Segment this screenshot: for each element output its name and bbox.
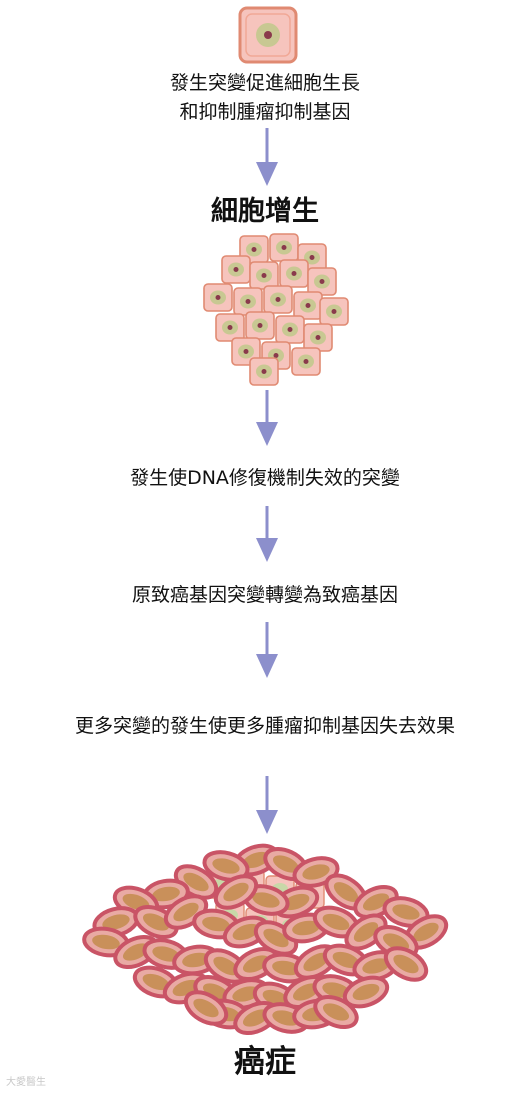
hyperplasia-cell xyxy=(275,315,305,344)
hyperplasia-cell xyxy=(249,261,279,290)
hyperplasia-cell xyxy=(307,267,337,296)
hyperplasia-cell xyxy=(263,285,293,314)
hyperplasia-cell xyxy=(215,313,245,342)
watermark-logo: 大愛醫生 xyxy=(6,1077,46,1088)
step-oncogene-conversion: 原致癌基因突變轉變為致癌基因 xyxy=(131,584,398,606)
cancer-label: 癌症 xyxy=(234,1044,296,1080)
down-arrow-icon xyxy=(256,390,278,446)
step-more-mutations: 更多突變的發生使更多腫瘤抑制基因失去效果 xyxy=(74,715,455,737)
hyperplasia-cell-cluster xyxy=(203,233,349,386)
cancer-cell xyxy=(313,994,359,1030)
cancer-cell-mass xyxy=(82,843,449,1036)
hyperplasia-label: 細胞增生 xyxy=(211,196,319,227)
cancer-cell xyxy=(383,946,429,982)
hyperplasia-cell xyxy=(291,347,321,376)
cancer-cell xyxy=(202,850,250,882)
hyperplasia-cell xyxy=(245,311,275,340)
hyperplasia-cell xyxy=(233,287,263,316)
normal-cell-illustration xyxy=(238,6,298,64)
hyperplasia-cell xyxy=(269,233,299,262)
down-arrow-icon xyxy=(256,622,278,678)
step-mutation-growth-line1: 發生突變促進細胞生長 xyxy=(169,72,360,94)
hyperplasia-cell xyxy=(221,255,251,284)
down-arrow-icon xyxy=(256,506,278,562)
hyperplasia-cell xyxy=(293,291,323,320)
hyperplasia-cell xyxy=(279,259,309,288)
hyperplasia-cell xyxy=(249,357,279,386)
down-arrow-icon xyxy=(256,776,278,834)
hyperplasia-cell xyxy=(239,235,269,264)
hyperplasia-cell xyxy=(303,323,333,352)
cancer-cell xyxy=(342,975,390,1009)
step-dna-repair-mutation: 發生使DNA修復機制失效的突變 xyxy=(130,467,400,489)
cancer-cell xyxy=(213,874,259,910)
cancer-cell xyxy=(183,990,229,1026)
down-arrow-icon xyxy=(256,128,278,186)
cancer-cell xyxy=(113,934,159,970)
step-mutation-growth-line2: 和抑制腫瘤抑制基因 xyxy=(179,101,351,123)
hyperplasia-cell xyxy=(319,297,349,326)
hyperplasia-cell xyxy=(203,283,233,312)
cancer-cell xyxy=(233,946,279,982)
